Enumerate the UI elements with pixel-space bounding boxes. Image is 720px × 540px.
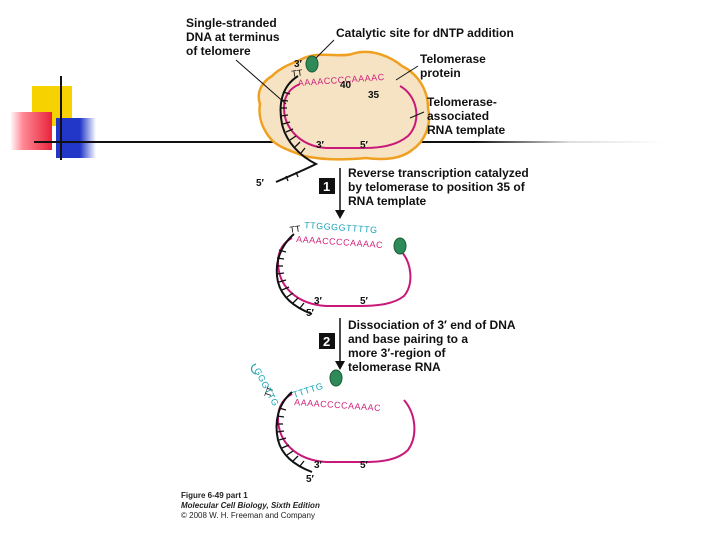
step-2: 2 Dissociation of 3′ end of DNA and base… — [319, 318, 518, 374]
panel2-rna-seq: AAAACCCCAAAAC — [296, 234, 384, 250]
label-catalytic-site: Catalytic site for dNTP addition — [336, 26, 514, 40]
step2-number: 2 — [323, 334, 330, 349]
panel3-5prime-rna: 5′ — [360, 460, 369, 471]
panel2-dna-new-seq: TTGGGGTTTTG — [304, 220, 378, 235]
caption-copyright: © 2008 W. H. Freeman and Company — [181, 511, 315, 520]
panel1-3prime: 3′ — [294, 59, 303, 70]
step1-number-box — [319, 178, 335, 194]
panel2-catalytic-site — [393, 237, 407, 255]
panel2-3prime: 3′ — [314, 296, 323, 307]
panel2-rna-loop — [276, 237, 412, 307]
panel-2: TT TTGGGGTTTTG AAAACCCCAAAAC 3′ 5′ 5′ — [275, 220, 412, 319]
step1-text: Reverse transcription catalyzed by telom… — [348, 166, 532, 208]
panel2-dna-old-seq: TT — [289, 223, 302, 235]
dna-ticks — [280, 91, 306, 182]
panel3-rna-seq: AAAACCCCAAAAC — [294, 397, 382, 413]
panel2-dna-ticks — [276, 249, 305, 309]
step2-number-box — [319, 333, 335, 349]
panel3-dna-old-seq: TT — [262, 384, 275, 398]
catalytic-site-shape — [305, 55, 319, 73]
label-telomerase-protein: Telomerase protein — [420, 52, 489, 80]
step1-arrowhead — [335, 210, 345, 219]
label-rna-template: Telomerase- associated RNA template — [427, 95, 506, 137]
caption-book: Molecular Cell Biology, Sixth Edition — [181, 501, 320, 510]
panel2-5prime-dna: 5′ — [306, 308, 315, 319]
panel3-catalytic-site — [329, 369, 343, 387]
panel3-dna-ticks — [276, 407, 305, 467]
step-1: 1 Reverse transcription catalyzed by tel… — [319, 166, 532, 219]
panel-3: TT GGGTTG TTTTG AAAACCCCAAAAC 3′ 5′ 5′ — [250, 363, 416, 485]
panel-1: TT AAAACCCCAAAAC 3′ 40 35 3′ 5′ 5′ Singl… — [186, 16, 514, 189]
panel3-3prime: 3′ — [314, 460, 323, 471]
label-single-stranded: Single-stranded DNA at terminus of telom… — [186, 16, 283, 58]
panel1-rna-3prime: 3′ — [316, 140, 325, 151]
step1-number: 1 — [323, 179, 330, 194]
panel3-dna-strand — [275, 391, 313, 473]
panel2-dna-strand — [275, 233, 313, 315]
step2-arrowhead — [335, 361, 345, 370]
panel1-rna-5prime: 5′ — [360, 140, 369, 151]
panel3-5prime-dna: 5′ — [306, 474, 315, 485]
panel3-hook — [250, 363, 257, 375]
panel1-dna-5prime: 5′ — [256, 178, 265, 189]
pos-35: 35 — [368, 90, 380, 101]
figure-caption: Figure 6-49 part 1 Molecular Cell Biolog… — [181, 491, 320, 521]
pos-40: 40 — [340, 80, 352, 91]
panel3-dna-loop-seq: GGGTTG — [252, 366, 281, 408]
panel2-5prime-rna: 5′ — [360, 296, 369, 307]
panel1-dna-seq: TT — [291, 67, 304, 79]
caption-figure: Figure 6-49 part 1 — [181, 491, 248, 500]
telomerase-protein-shape — [257, 50, 431, 161]
step2-text: Dissociation of 3′ end of DNA and base p… — [348, 318, 518, 374]
leader-lines — [235, 39, 425, 119]
